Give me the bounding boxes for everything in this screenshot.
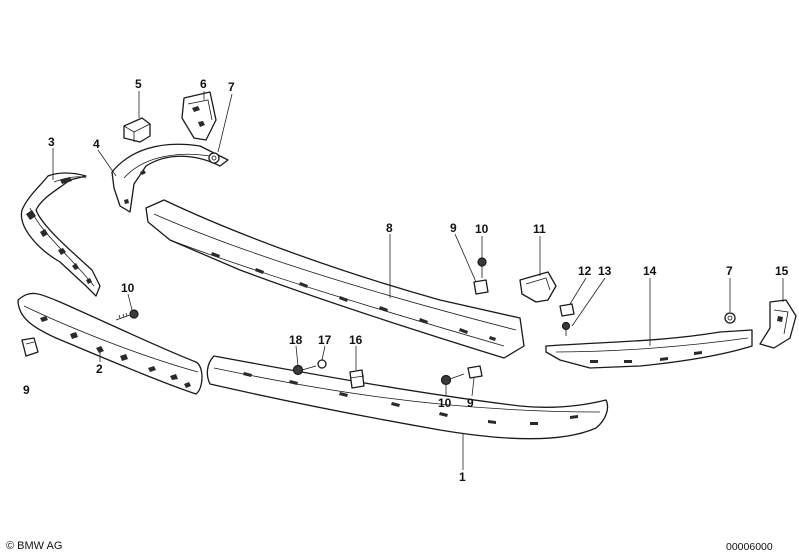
callout-9a: 9 (450, 221, 457, 235)
part-17-nut (317, 359, 327, 369)
part-9-clip-lower (467, 365, 483, 379)
callout-17: 17 (318, 333, 332, 347)
callout-11: 11 (533, 222, 546, 236)
part-9-clip-mid (473, 279, 489, 295)
callout-9b: 9 (23, 383, 30, 397)
callout-12: 12 (578, 264, 592, 278)
copyright-notice: © BMW AG (6, 540, 63, 552)
part-12-nut (559, 303, 575, 317)
part-16-clip (349, 369, 365, 389)
part-2-lower-trim-bar (17, 292, 203, 395)
part-9-clip-left (21, 337, 39, 357)
part-10-screw-lower (440, 373, 465, 386)
part-7-nut-upper (208, 152, 220, 164)
part-10-screw-mid (477, 257, 487, 278)
callout-6: 6 (200, 77, 207, 91)
callout-8: 8 (386, 221, 393, 235)
part-14-right-bracket (545, 329, 753, 369)
callout-10b: 10 (121, 281, 135, 295)
callout-1: 1 (459, 470, 466, 484)
callout-15: 15 (775, 264, 789, 278)
part-13-screw (561, 321, 571, 336)
part-7-nut-right (724, 312, 736, 324)
callouts: 1 2 3 4 5 6 7 7 8 9 9 9 10 10 10 11 12 1… (23, 77, 789, 484)
callout-10c: 10 (438, 396, 452, 410)
callout-5: 5 (135, 77, 142, 91)
callout-3: 3 (48, 135, 55, 149)
part-4-bracket-arm (111, 143, 229, 213)
part-5-angle-bracket (123, 117, 151, 143)
callout-2: 2 (96, 362, 103, 376)
part-6-mounting-bracket (181, 91, 217, 141)
part-11-corner-bracket (519, 271, 557, 303)
part-15-end-cap (759, 299, 797, 349)
callout-18: 18 (289, 333, 303, 347)
part-3-trim-strip (20, 172, 101, 297)
part-8-carrier-beam (145, 199, 525, 359)
part-10-screw-left (115, 309, 139, 321)
part-1-bumper-bar (206, 355, 609, 440)
document-number: 00006000 (726, 541, 773, 553)
callout-4: 4 (93, 137, 100, 151)
leader-lines (52, 91, 784, 470)
callout-7a: 7 (228, 80, 235, 94)
callout-16: 16 (349, 333, 363, 347)
callout-7b: 7 (726, 264, 733, 278)
callout-10a: 10 (475, 222, 489, 236)
part-18-bolt (292, 364, 317, 376)
callout-9c: 9 (467, 396, 474, 410)
callout-13: 13 (598, 264, 612, 278)
callout-14: 14 (643, 264, 657, 278)
